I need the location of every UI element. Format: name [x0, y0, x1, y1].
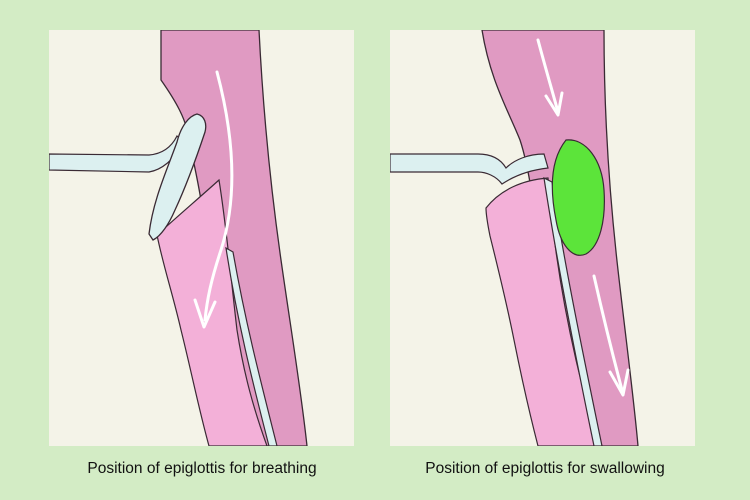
tracheal-wall — [225, 246, 278, 446]
cartilage-strip — [390, 153, 549, 185]
epiglottis-icon — [543, 176, 603, 446]
swallowing-caption: Position of epiglottis for swallowing — [425, 460, 665, 477]
arrow-head — [544, 91, 564, 117]
breathing-panel — [49, 30, 354, 446]
epiglottis-icon — [148, 113, 207, 241]
down-arrow-icon — [536, 38, 560, 114]
breathing-caption: Position of epiglottis for breathing — [87, 460, 317, 477]
swallowing-panel — [390, 30, 695, 446]
trachea — [156, 178, 268, 446]
breathing-illustration — [49, 30, 354, 446]
swallowing-illustration — [390, 30, 695, 446]
arrow-head — [608, 368, 630, 397]
down-arrow-icon — [592, 274, 624, 392]
down-arrow-icon — [203, 70, 234, 322]
arrow-head — [193, 298, 217, 329]
food-bolus-icon — [551, 139, 605, 256]
